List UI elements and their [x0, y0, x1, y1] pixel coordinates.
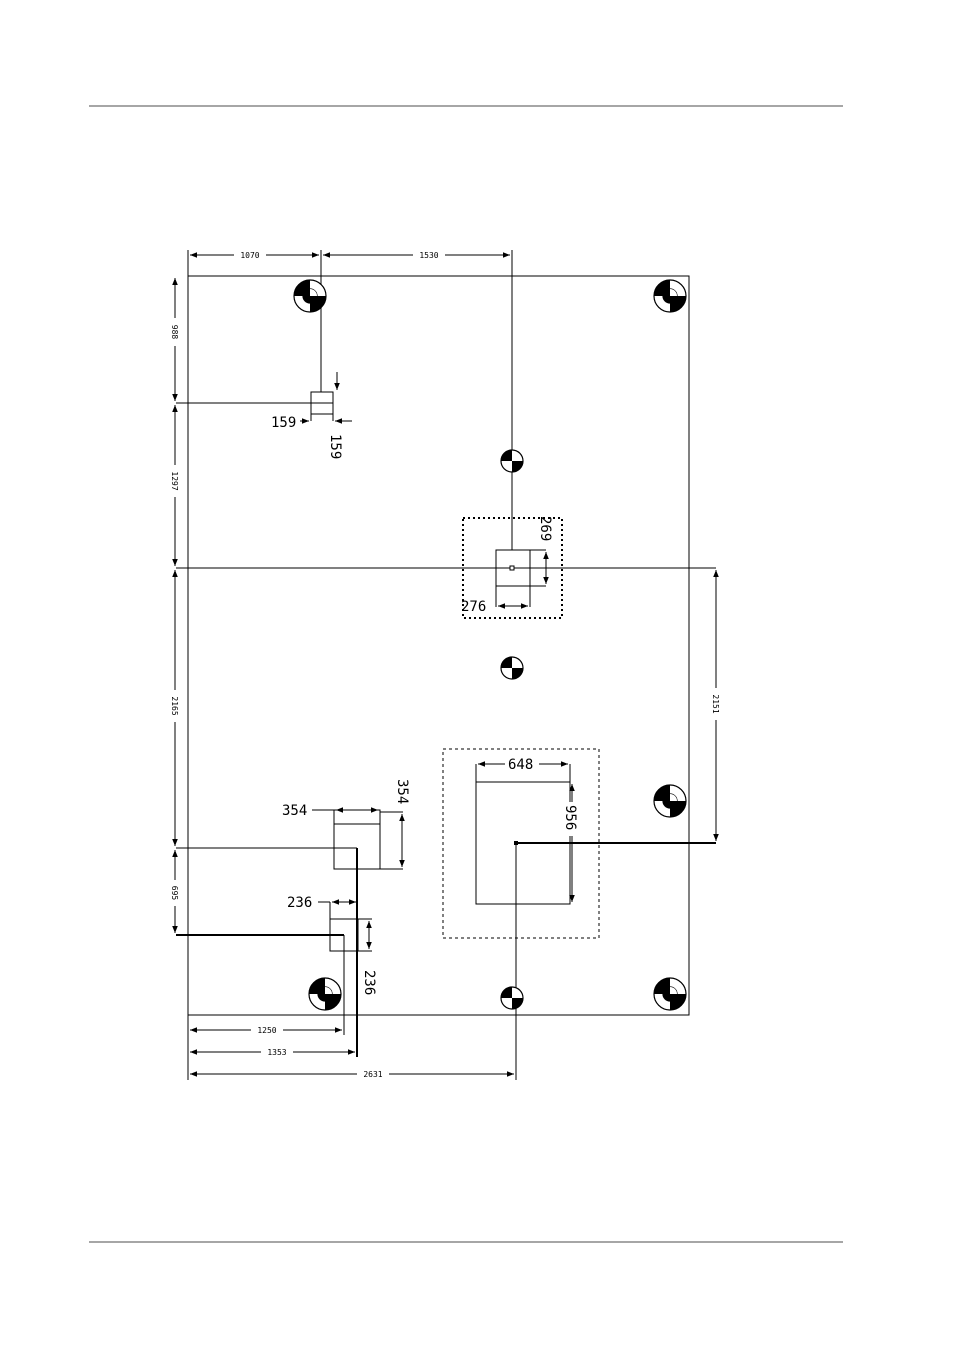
center-of-gravity-icon — [500, 986, 524, 1010]
center-of-gravity-icon — [653, 977, 687, 1011]
cutout-center: 276 269 — [461, 516, 563, 619]
dim-left-1: 988 — [170, 325, 179, 340]
header-rule — [89, 105, 843, 107]
dim-small-w: 159 — [271, 415, 296, 431]
dim-left: 988 1297 2165 695 — [169, 278, 716, 936]
dim-big-w: 648 — [508, 757, 533, 773]
dim-low-h: 236 — [361, 970, 377, 995]
dim-left-4: 695 — [170, 886, 179, 901]
dim-mid-w: 354 — [282, 803, 307, 819]
dim-small-h: 159 — [327, 434, 343, 459]
dim-mid-h: 354 — [394, 779, 410, 804]
center-of-gravity-icon — [293, 279, 327, 313]
plate-outline — [187, 275, 690, 1016]
center-of-gravity-icon — [653, 784, 687, 818]
dim-center-h: 269 — [537, 516, 553, 541]
center-of-gravity-icon — [653, 279, 687, 313]
dim-left-2: 1297 — [170, 471, 179, 490]
cutout-low: 236 236 — [287, 895, 377, 995]
dim-big-h: 956 — [562, 805, 578, 830]
dim-bottom-3: 2631 — [363, 1070, 382, 1079]
dim-left-3: 2165 — [170, 696, 179, 715]
dim-right: 2151 — [516, 570, 722, 844]
dim-bottom-1: 1250 — [257, 1026, 276, 1035]
dim-top: 1070 1530 — [187, 249, 513, 550]
cutout-mid: 354 354 — [282, 779, 410, 870]
footer-rule — [89, 1241, 843, 1243]
center-of-gravity-icon — [308, 977, 342, 1011]
dim-bottom: 1250 1353 2631 — [187, 843, 517, 1080]
cutout-small: 159 159 — [271, 372, 352, 459]
dim-top-right: 1530 — [419, 251, 438, 260]
center-of-gravity-icon — [500, 449, 524, 473]
dim-right-1: 2151 — [711, 694, 720, 713]
center-of-gravity-icon — [500, 656, 524, 680]
dim-top-left: 1070 — [240, 251, 259, 260]
dim-bottom-2: 1353 — [267, 1048, 286, 1057]
cutout-big: 648 956 — [442, 748, 600, 939]
dim-center-w: 276 — [461, 599, 486, 615]
dim-low-w: 236 — [287, 895, 312, 911]
